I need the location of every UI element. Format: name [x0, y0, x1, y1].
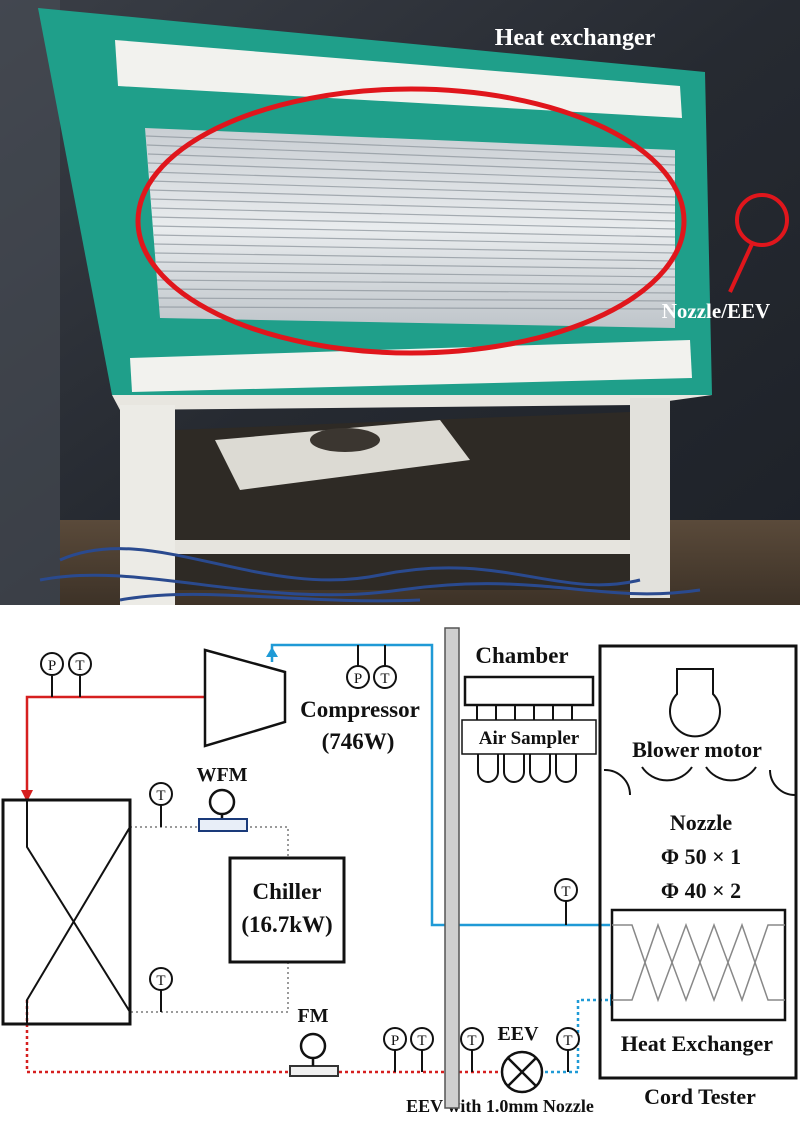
coil-tubes	[145, 135, 676, 310]
cord-tester-label: Cord Tester	[644, 1084, 756, 1109]
water-loop	[130, 826, 289, 1013]
stand-top	[112, 395, 712, 410]
discharge-arrow	[21, 790, 33, 802]
air-sampler	[461, 675, 597, 783]
housing-bottom-band	[130, 340, 692, 392]
compressor-label: Compressor	[300, 697, 420, 722]
eev-valve	[500, 1050, 544, 1094]
blower-motor-label: Blower motor	[632, 737, 762, 762]
chamber-label: Chamber	[475, 643, 568, 668]
wfm-body	[198, 818, 248, 832]
nozzle-eev-photo-label: Nozzle/EEV	[662, 299, 770, 323]
chiller-box	[228, 856, 346, 964]
test-heat-exchanger-label: Heat Exchanger	[621, 1031, 773, 1056]
svg-text:P: P	[48, 658, 56, 674]
test-hx-flow-path-2	[612, 922, 785, 1003]
photo-illustration: Heat exchanger Nozzle/EEV	[0, 0, 800, 605]
discharge-line	[25, 695, 205, 795]
svg-text:T: T	[563, 1033, 572, 1049]
stand-hole	[310, 428, 380, 452]
water-outlet-t-sensor: T	[149, 967, 173, 1012]
svg-text:P: P	[354, 671, 362, 687]
air-sampler-label: Air Sampler	[479, 728, 580, 749]
suction-p-sensor: P	[346, 645, 370, 689]
compressor-symbol	[203, 648, 287, 748]
svg-text:T: T	[380, 671, 389, 687]
compressor-power: (746W)	[322, 729, 395, 754]
test-hx-t-sensor: T	[554, 878, 578, 925]
eev-caption: EEV with 1.0mm Nozzle	[406, 1096, 594, 1116]
blue-hoses	[39, 547, 701, 603]
nozzle-highlight-circle	[735, 193, 789, 247]
fm-gauge	[299, 1032, 327, 1060]
suction-t-sensor: T	[373, 645, 397, 689]
cord-tester-box	[598, 644, 798, 1080]
photo-panel: Heat exchanger Nozzle/EEV	[0, 0, 800, 605]
svg-text:T: T	[75, 658, 84, 674]
housing-top-band	[115, 40, 682, 118]
nozzle-pointer-line	[728, 243, 754, 293]
stand-leg-left	[120, 405, 175, 605]
condenser-flow-path	[26, 800, 131, 1013]
liquid-t-sensor: T	[410, 1027, 434, 1072]
wfm-gauge	[208, 788, 236, 816]
svg-text:T: T	[417, 1033, 426, 1049]
svg-text:T: T	[156, 788, 165, 804]
suction-arrow	[266, 647, 278, 657]
pre-eev-t-sensor: T	[460, 1027, 484, 1072]
liquid-p-sensor: P	[383, 1027, 407, 1072]
nozzle-label: Nozzle	[670, 810, 733, 835]
heat-exchanger-photo-label: Heat exchanger	[495, 25, 656, 51]
discharge-t-sensor: T	[68, 652, 92, 697]
fm-label: FM	[297, 1005, 328, 1027]
water-inlet-t-sensor: T	[149, 782, 173, 827]
svg-text:T: T	[561, 884, 570, 900]
blower-motor-icon	[669, 668, 721, 738]
post-eev-t-sensor: T	[556, 1027, 580, 1072]
schematic-panel: Compressor (746W) Chiller (16.7kW) WFM F…	[0, 605, 800, 1116]
svg-text:P: P	[391, 1033, 399, 1049]
heat-exchanger-highlight-ellipse	[135, 86, 687, 356]
nozzle-arcs	[603, 766, 796, 796]
system-schematic: Compressor (746W) Chiller (16.7kW) WFM F…	[0, 605, 800, 1116]
chamber-wall	[444, 627, 460, 1109]
fm-body	[289, 1065, 339, 1077]
condenser-heat-exchanger	[1, 798, 132, 1026]
svg-text:T: T	[467, 1033, 476, 1049]
chiller-label: Chiller	[253, 879, 322, 904]
wfm-label: WFM	[196, 764, 247, 786]
chiller-power: (16.7kW)	[241, 912, 332, 937]
nozzle-spec-2: Φ 40 × 2	[661, 878, 741, 903]
stand-leg-right	[630, 398, 670, 598]
left-wall-shade	[0, 0, 60, 605]
stand-platform	[215, 420, 470, 490]
condenser-flow-path-2	[26, 826, 131, 1024]
discharge-p-sensor: P	[40, 652, 64, 697]
eev-label: EEV	[497, 1023, 539, 1045]
coil-face	[145, 128, 675, 328]
svg-text:T: T	[156, 973, 165, 989]
nozzle-spec-1: Φ 50 × 1	[661, 844, 741, 869]
stand-crossbar	[175, 540, 630, 554]
